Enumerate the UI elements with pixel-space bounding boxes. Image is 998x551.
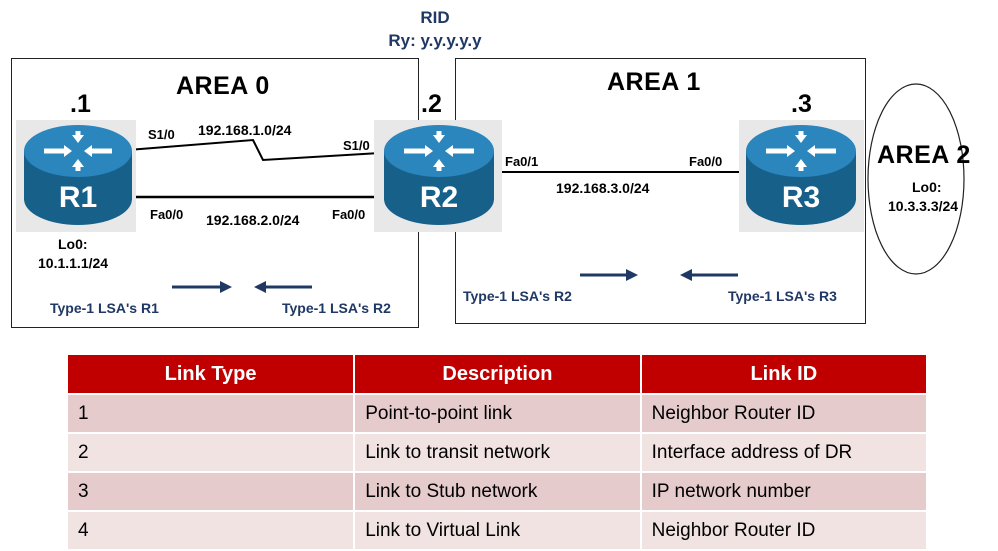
lsa-label-area0-r1: Type-1 LSA's R1: [50, 300, 159, 316]
router-r2: R2: [382, 123, 496, 229]
r3-loopback-label: Lo0:: [912, 179, 942, 195]
router-icon: [24, 125, 132, 225]
area-0-title: AREA 0: [176, 72, 270, 100]
lsa-label-area1-r2: Type-1 LSA's R2: [463, 288, 572, 304]
cell-link-type: 1: [65, 393, 356, 434]
cell-description: Link to transit network: [353, 432, 642, 473]
area1-network-label: 192.168.3.0/24: [556, 180, 650, 196]
r2-address-suffix: .2: [421, 90, 442, 118]
r1-address-suffix: .1: [70, 90, 91, 118]
rid-title: RID: [420, 8, 450, 27]
r2-fa01-label: Fa0/1: [505, 154, 539, 169]
r3-loopback-address: 10.3.3.3/24: [888, 198, 959, 214]
lsa-label-area0-r2: Type-1 LSA's R2: [282, 300, 391, 316]
network-links: [127, 138, 740, 293]
serial-network-label: 192.168.1.0/24: [198, 122, 292, 138]
r2-s10-label: S1/0: [343, 138, 370, 153]
lsa-label-area1-r3: Type-1 LSA's R3: [728, 288, 837, 304]
link-type-table: Link Type Description Link ID 1 Point-to…: [65, 353, 929, 551]
area-1-title: AREA 1: [607, 68, 701, 96]
router-icon: [384, 125, 494, 225]
header-link-id: Link ID: [639, 353, 929, 395]
area-2-ellipse: [867, 83, 965, 275]
arrow-right-area0: [172, 281, 232, 293]
cell-link-type: 3: [65, 471, 356, 512]
r2-fa00-label: Fa0/0: [332, 207, 366, 222]
cell-link-type: 2: [65, 432, 356, 473]
r1-loopback-address: 10.1.1.1/24: [38, 255, 109, 271]
table-row: 1 Point-to-point link Neighbor Router ID: [65, 393, 929, 434]
table-row: 2 Link to transit network Interface addr…: [65, 432, 929, 473]
r1-name: R1: [58, 181, 98, 214]
rid-value: Ry: y.y.y.y.y: [388, 31, 482, 50]
ethernet-network-label: 192.168.2.0/24: [206, 212, 300, 228]
table-header-row: Link Type Description Link ID: [65, 353, 929, 395]
cell-description: Point-to-point link: [353, 393, 642, 434]
cell-description: Link to Stub network: [353, 471, 642, 512]
table-row: 3 Link to Stub network IP network number: [65, 471, 929, 512]
router-r3: R3: [744, 123, 858, 229]
r1-fa00-label: Fa0/0: [150, 207, 184, 222]
router-r1: R1: [22, 123, 134, 229]
r1-loopback-label: Lo0:: [58, 236, 88, 252]
serial-link: [127, 138, 381, 162]
cell-link-type: 4: [65, 510, 356, 551]
cell-link-id: Neighbor Router ID: [639, 393, 929, 434]
arrow-left-area1: [680, 269, 738, 281]
r2-name: R2: [419, 181, 459, 214]
area-2-title: AREA 2: [877, 141, 971, 169]
cell-link-id: IP network number: [639, 471, 929, 512]
cell-link-id: Neighbor Router ID: [639, 510, 929, 551]
cell-link-id: Interface address of DR: [639, 432, 929, 473]
arrow-right-area1: [580, 269, 638, 281]
header-link-type: Link Type: [65, 353, 356, 395]
header-description: Description: [353, 353, 642, 395]
cell-description: Link to Virtual Link: [353, 510, 642, 551]
table-row: 4 Link to Virtual Link Neighbor Router I…: [65, 510, 929, 551]
arrow-left-area0: [254, 281, 312, 293]
r1-s10-label: S1/0: [148, 127, 175, 142]
r3-name: R3: [781, 181, 821, 214]
r3-fa00-label: Fa0/0: [689, 154, 723, 169]
r3-address-suffix: .3: [791, 90, 812, 118]
router-icon: [746, 125, 856, 225]
